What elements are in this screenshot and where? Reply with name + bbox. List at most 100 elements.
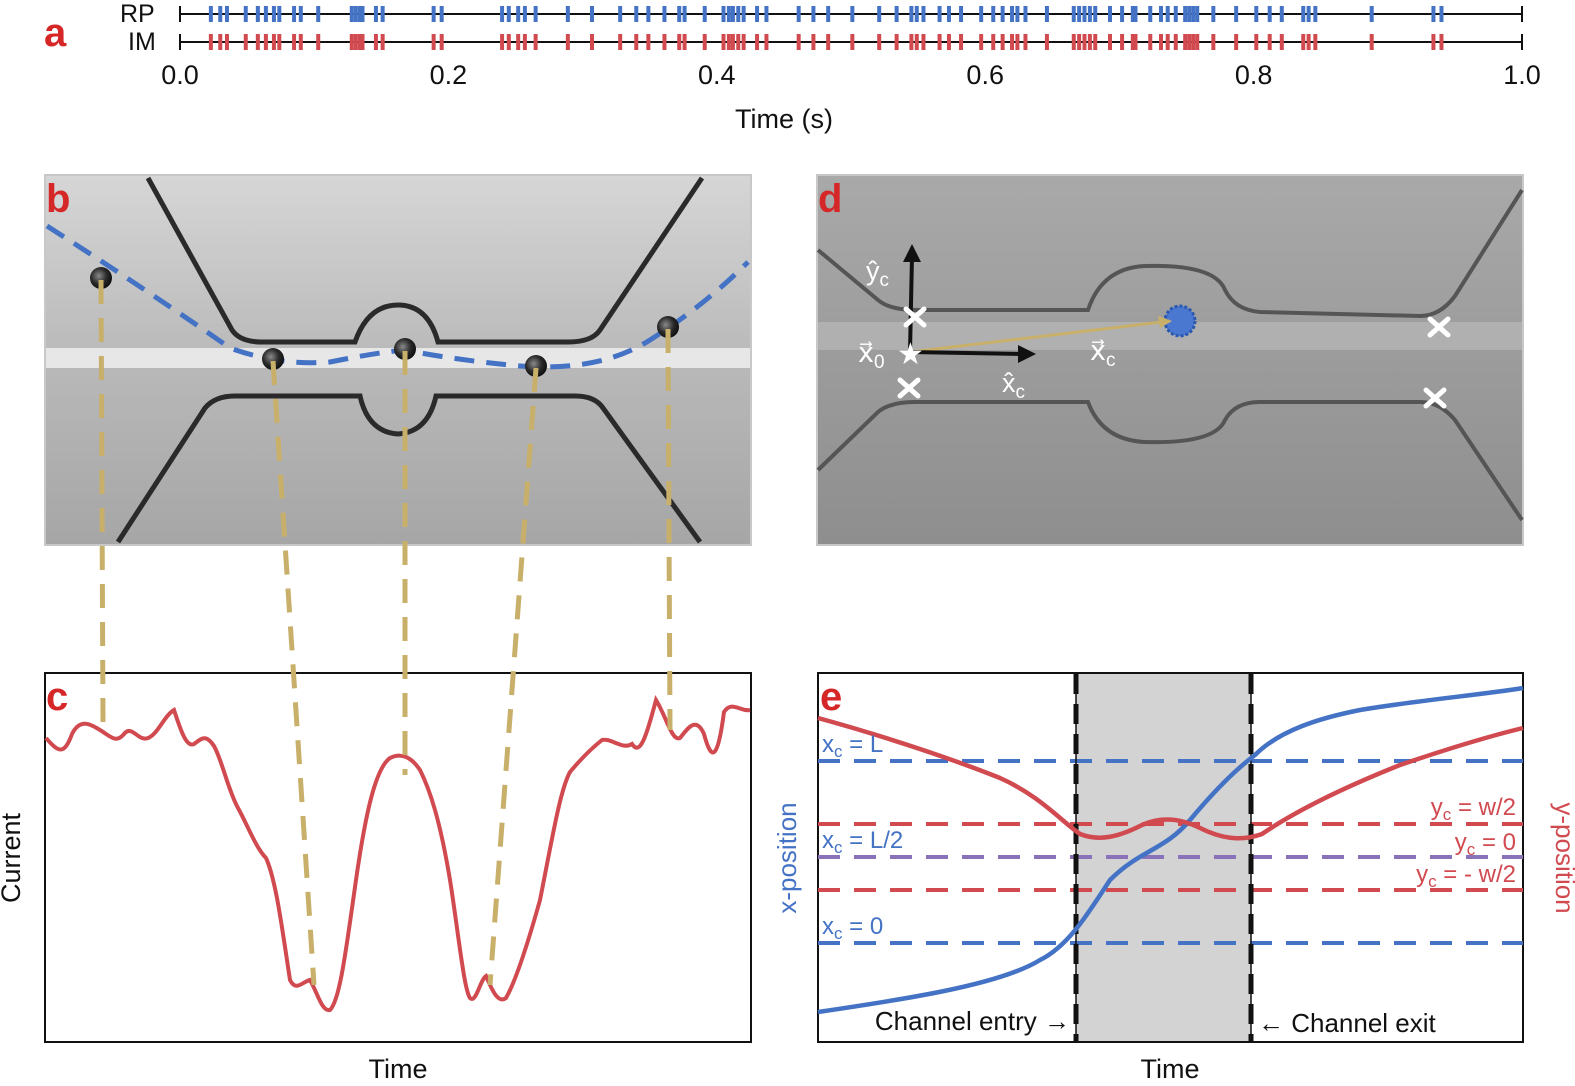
- im-event-13: [357, 34, 362, 50]
- panel-c-frame: [44, 672, 752, 1043]
- cross-icon-3: [1427, 316, 1451, 338]
- x-position-curve: [817, 685, 1524, 1015]
- panel-label-c: c: [46, 675, 68, 719]
- yc-w2-label: yc = w/2: [1431, 794, 1516, 824]
- xc-L2-label: xc = L/2: [822, 827, 903, 857]
- y-hat-label: ŷc: [866, 256, 889, 291]
- im-event-83: [1313, 34, 1318, 50]
- im-event-62: [1087, 34, 1092, 50]
- rp-event-59: [1071, 6, 1076, 22]
- panel-b-micrograph: b: [44, 174, 752, 546]
- rp-event-31: [682, 6, 687, 22]
- rp-event-58: [1044, 6, 1049, 22]
- rp-event-36: [736, 6, 741, 22]
- yc-0-label: yc = 0: [1455, 829, 1516, 859]
- im-event-30: [677, 34, 682, 50]
- im-event-84: [1369, 34, 1374, 50]
- im-event-64: [1108, 34, 1113, 50]
- rp-event-39: [764, 6, 769, 22]
- y-axis-arrow: [908, 255, 914, 353]
- im-event-19: [500, 34, 505, 50]
- im-event-54: [1000, 34, 1005, 50]
- rp-event-49: [937, 6, 942, 22]
- rp-event-76: [1211, 6, 1216, 22]
- im-event-69: [1159, 34, 1164, 50]
- im-event-86: [1439, 34, 1444, 50]
- im-event-28: [646, 34, 651, 50]
- cross-icon-1: [903, 306, 927, 328]
- rp-event-68: [1148, 6, 1153, 22]
- rp-event-14: [360, 6, 365, 22]
- position-vector-head: [1158, 316, 1172, 328]
- rp-event-84: [1369, 6, 1374, 22]
- im-event-50: [946, 34, 951, 50]
- panel-a-xlabel: Time (s): [735, 104, 833, 134]
- rp-event-61: [1082, 6, 1087, 22]
- rp-event-3: [243, 6, 248, 22]
- im-event-61: [1082, 34, 1087, 50]
- rp-event-27: [634, 6, 639, 22]
- im-event-55: [1010, 34, 1015, 50]
- im-event-76: [1211, 34, 1216, 50]
- im-event-75: [1195, 34, 1200, 50]
- im-event-11: [349, 34, 354, 50]
- im-event-38: [755, 34, 760, 50]
- cell-1: [90, 267, 112, 289]
- im-event-78: [1254, 34, 1259, 50]
- channel-edge-top: [145, 176, 705, 345]
- rp-event-42: [826, 6, 831, 22]
- rp-event-35: [730, 6, 735, 22]
- im-event-1: [218, 34, 223, 50]
- xc-L-label: xc = L: [822, 731, 883, 761]
- im-event-82: [1306, 34, 1311, 50]
- channel-edge-bottom-d: [816, 400, 1524, 522]
- cell-3: [394, 338, 416, 360]
- cell-2: [262, 348, 284, 370]
- im-event-5: [263, 34, 268, 50]
- rp-event-57: [1023, 6, 1028, 22]
- im-event-7: [277, 34, 282, 50]
- rp-event-45: [894, 6, 899, 22]
- rp-event-63: [1093, 6, 1098, 22]
- rp-event-70: [1165, 6, 1170, 22]
- rp-event-22: [522, 6, 527, 22]
- im-event-22: [522, 34, 527, 50]
- center-stripe: [46, 348, 750, 368]
- im-event-80: [1279, 34, 1284, 50]
- rp-event-34: [726, 6, 731, 22]
- yc-neg-w2-label: yc = - w/2: [1416, 861, 1516, 891]
- panel-d-micrograph: ★ ŷc x⃗0 x̂c x⃗c d: [816, 174, 1524, 546]
- rp-event-10: [316, 6, 321, 22]
- rp-event-72: [1183, 6, 1188, 22]
- im-event-31: [682, 34, 687, 50]
- panel-e-ylabel-right: y-position: [1550, 802, 1575, 913]
- im-event-85: [1431, 34, 1436, 50]
- im-event-71: [1173, 34, 1178, 50]
- rp-event-16: [380, 6, 385, 22]
- im-event-81: [1301, 34, 1306, 50]
- im-event-8: [292, 34, 297, 50]
- origin-star-icon: ★: [897, 337, 924, 372]
- connector-5: [665, 328, 673, 731]
- im-event-series: [208, 34, 1444, 50]
- im-event-3: [243, 34, 248, 50]
- rp-event-37: [741, 6, 746, 22]
- rp-event-51: [959, 6, 964, 22]
- im-event-6: [271, 34, 276, 50]
- rp-event-86: [1439, 6, 1444, 22]
- rp-event-48: [921, 6, 926, 22]
- connector-2: [270, 360, 317, 986]
- rp-event-7: [277, 6, 282, 22]
- rp-event-53: [991, 6, 996, 22]
- im-event-52: [979, 34, 984, 50]
- xc-0-label: xc = 0: [822, 913, 883, 943]
- im-event-18: [439, 34, 444, 50]
- im-event-2: [224, 34, 229, 50]
- connector-lines: [98, 279, 673, 986]
- im-event-14: [360, 34, 365, 50]
- im-event-21: [516, 34, 521, 50]
- rp-event-2: [224, 6, 229, 22]
- rp-event-82: [1306, 6, 1311, 22]
